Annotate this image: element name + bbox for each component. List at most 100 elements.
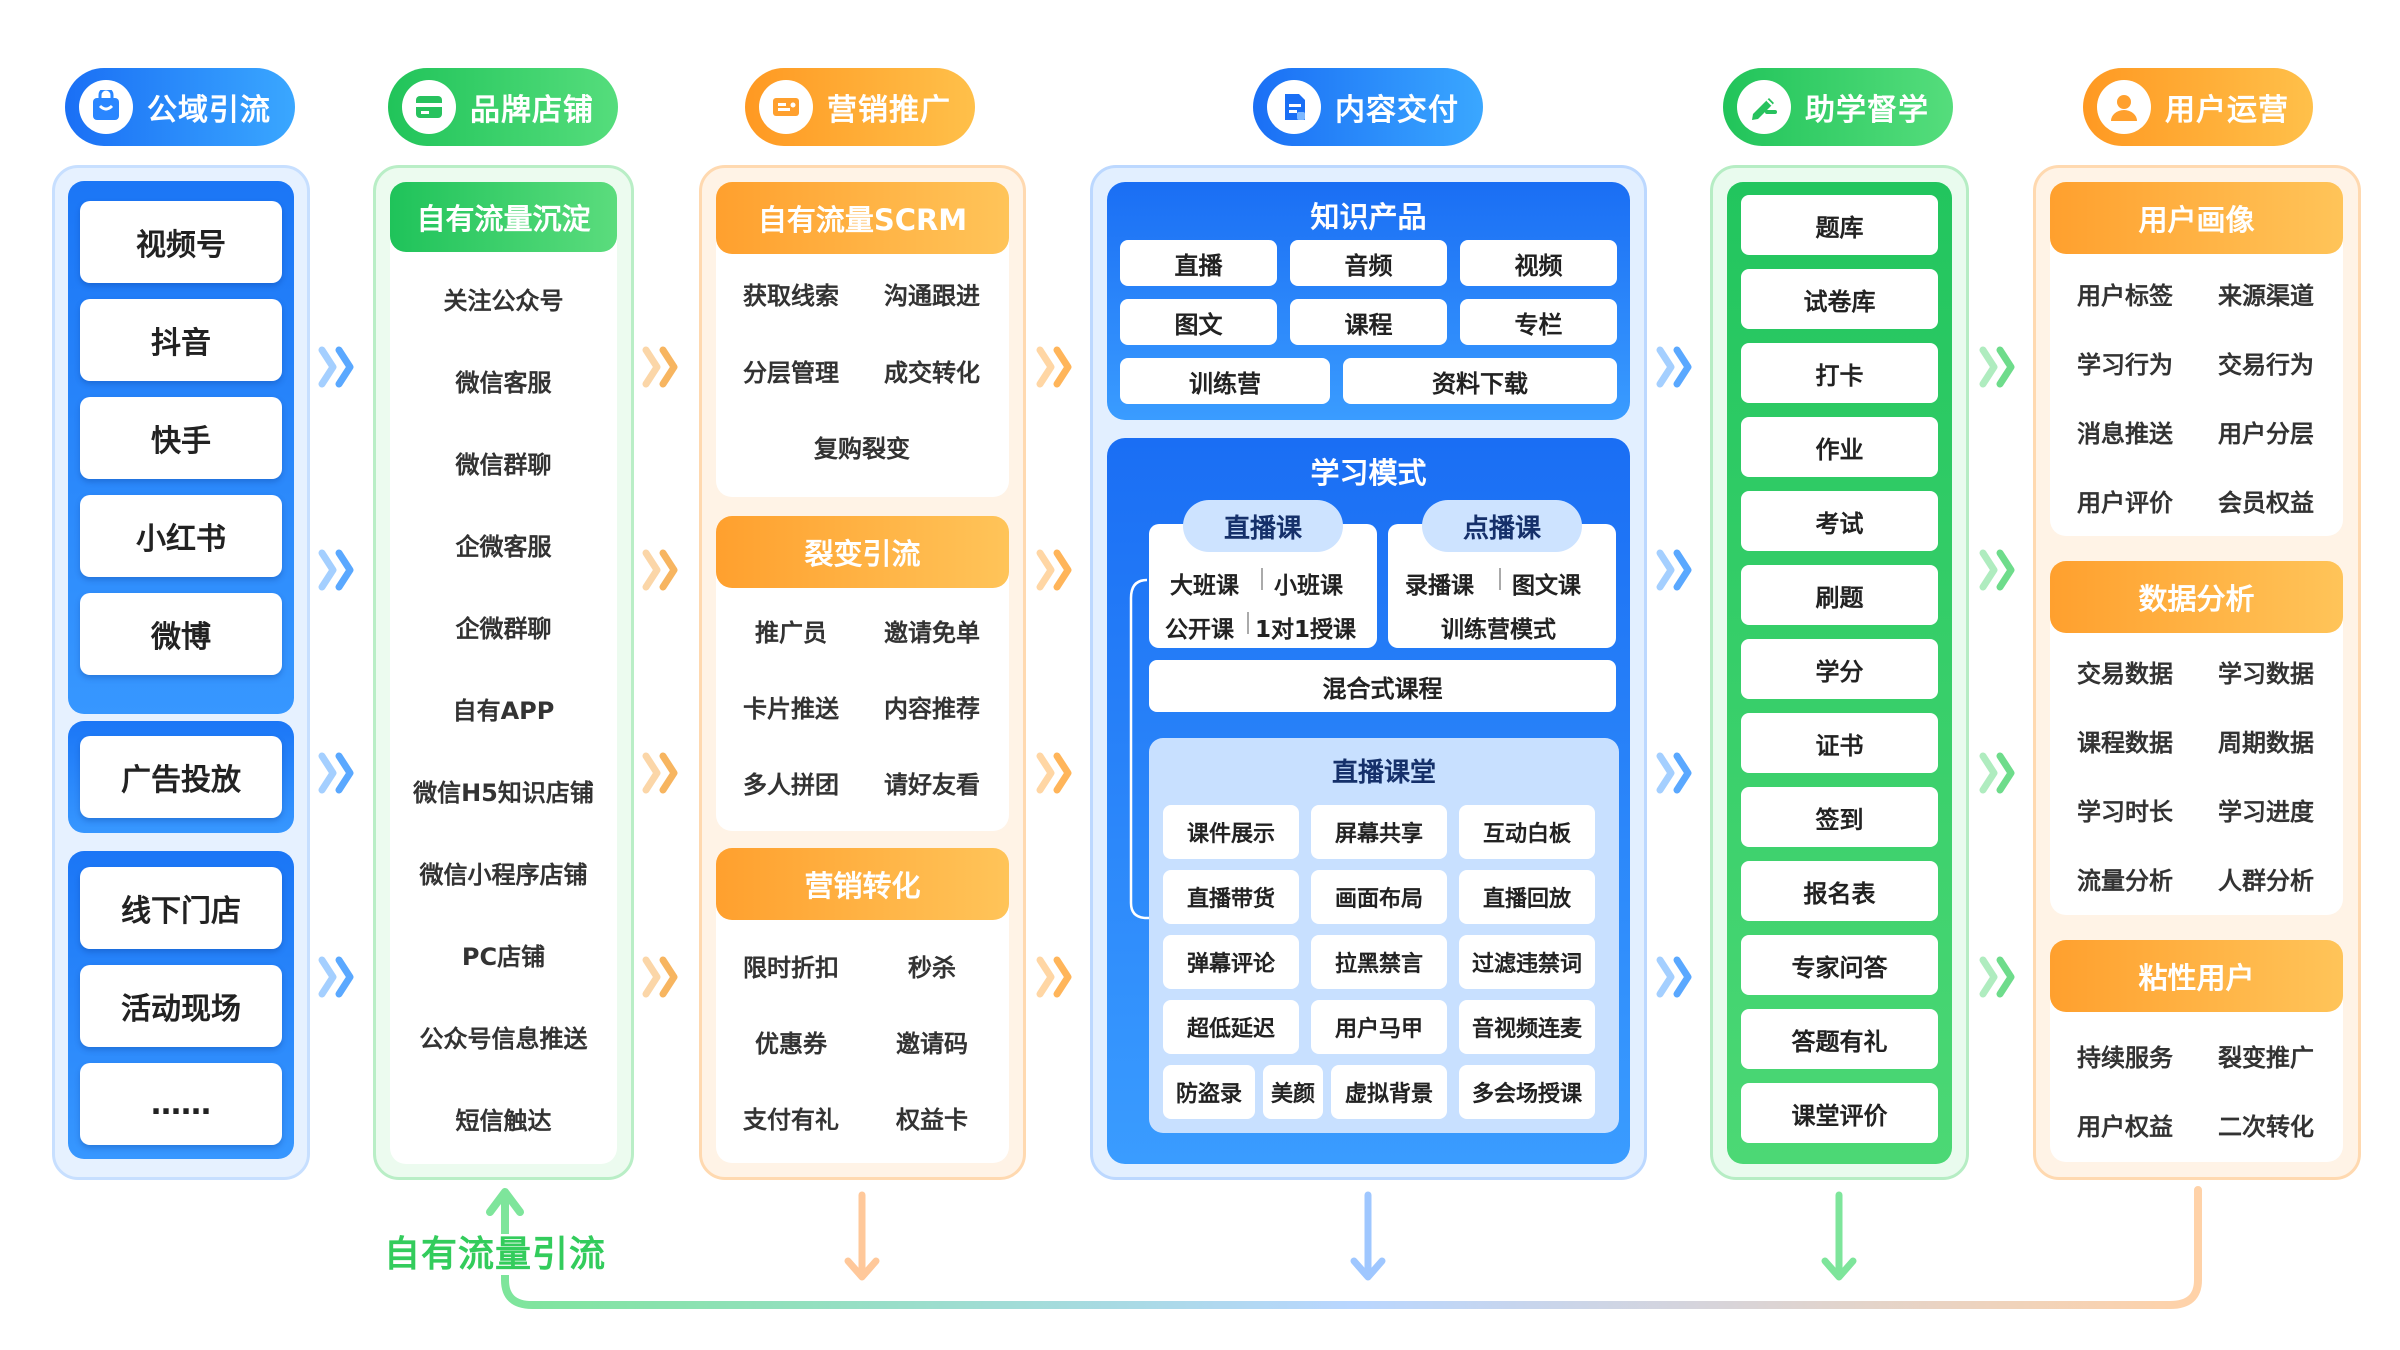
column-title: 内容交付 (1335, 93, 1459, 128)
double-chevron-icon (322, 350, 350, 384)
platform-button[interactable]: 抖音 (80, 299, 282, 381)
double-chevron-icon (1040, 350, 1068, 384)
platform-button[interactable]: 视频号 (80, 201, 282, 283)
feature-chip[interactable]: 防盗录 (1163, 1065, 1255, 1119)
section-header: 自有流量SCRM (716, 182, 1009, 254)
feature-chip[interactable]: 屏幕共享 (1311, 805, 1447, 859)
product-chip[interactable]: 资料下载 (1343, 358, 1617, 404)
section-title: 学习模式 (1310, 456, 1427, 490)
feature-chip[interactable]: 音视频连麦 (1459, 1000, 1595, 1054)
feature-chip[interactable]: 超低延迟 (1163, 1000, 1299, 1054)
list-item: 企微客服 (455, 533, 552, 561)
list-item: 用户评价 (2077, 489, 2173, 517)
document-icon (1267, 80, 1321, 134)
section-header: 营销转化 (716, 848, 1009, 920)
feedback-loop-line (501, 1186, 2202, 1309)
list-item: 企微群聊 (455, 615, 552, 643)
study-tool-button[interactable]: 报名表 (1741, 861, 1938, 921)
feature-chip[interactable]: 弹幕评论 (1163, 935, 1299, 989)
live-type: 小班课 (1274, 573, 1343, 599)
mixed-course-chip[interactable]: 混合式课程 (1149, 660, 1616, 712)
list-item: 交易行为 (2218, 351, 2314, 379)
list-item: 流量分析 (2077, 867, 2173, 895)
list-item: 周期数据 (2218, 729, 2314, 757)
list-item: 复购裂变 (814, 435, 910, 463)
storefront-bag-icon (79, 80, 133, 134)
double-chevron-icon (1040, 960, 1068, 994)
offline-button[interactable]: 活动现场 (80, 965, 282, 1047)
list-item: 邀请码 (896, 1030, 968, 1058)
tab-vod-course[interactable]: 点播课 (1422, 500, 1582, 552)
study-tool-button[interactable]: 试卷库 (1741, 269, 1938, 329)
list-item: 来源渠道 (2218, 282, 2314, 310)
product-chip[interactable]: 训练营 (1120, 358, 1330, 404)
list-item: 请好友看 (884, 771, 980, 799)
list-item: 推广员 (755, 619, 827, 647)
list-item: PC店铺 (461, 943, 546, 971)
feature-chip[interactable]: 美颜 (1263, 1065, 1323, 1119)
list-item: 获取线索 (743, 282, 839, 310)
arrow-down-icon (844, 1191, 880, 1281)
shop-card-icon (402, 80, 456, 134)
divider (1499, 568, 1501, 590)
feature-chip[interactable]: 课件展示 (1163, 805, 1299, 859)
vod-type: 图文课 (1512, 573, 1581, 599)
product-chip[interactable]: 音频 (1290, 240, 1447, 286)
study-tool-button[interactable]: 题库 (1741, 195, 1938, 255)
section-header: 粘性用户 (2050, 940, 2343, 1012)
operations-section-analytics: 数据分析 交易数据 学习数据 课程数据 周期数据 学习时长 学习进度 流量分析 … (2050, 561, 2343, 915)
feature-chip[interactable]: 互动白板 (1459, 805, 1595, 859)
offline-button[interactable]: …… (80, 1063, 282, 1145)
product-chip[interactable]: 直播 (1120, 240, 1277, 286)
live-type: 公开课 (1165, 617, 1234, 643)
feature-chip[interactable]: 画面布局 (1311, 870, 1447, 924)
study-tool-button[interactable]: 学分 (1741, 639, 1938, 699)
operations-section-loyal-users: 粘性用户 持续服务 裂变推广 用户权益 二次转化 (2050, 940, 2343, 1162)
platform-button[interactable]: 快手 (80, 397, 282, 479)
platform-button[interactable]: 小红书 (80, 495, 282, 577)
study-tool-button[interactable]: 答题有礼 (1741, 1009, 1938, 1069)
feature-chip[interactable]: 多会场授课 (1459, 1065, 1595, 1119)
section-header: 自有流量沉淀 (390, 182, 617, 252)
feature-chip[interactable]: 拉黑禁言 (1311, 935, 1447, 989)
product-chip[interactable]: 图文 (1120, 299, 1277, 345)
feature-chip[interactable]: 直播带货 (1163, 870, 1299, 924)
double-chevron-icon (646, 553, 674, 587)
ads-group: 广告投放 (68, 721, 294, 833)
product-chip[interactable]: 课程 (1290, 299, 1447, 345)
double-chevron-icon (1660, 960, 1688, 994)
study-tool-button[interactable]: 专家问答 (1741, 935, 1938, 995)
study-tool-button[interactable]: 证书 (1741, 713, 1938, 773)
product-chip[interactable]: 视频 (1460, 240, 1617, 286)
list-item: 课程数据 (2077, 729, 2173, 757)
product-chip[interactable]: 专栏 (1460, 299, 1617, 345)
study-tool-button[interactable]: 签到 (1741, 787, 1938, 847)
learning-mode-box: 学习模式 直播课 大班课 小班课 公开课 1对1授课 点播课 录播课 图文课 训… (1107, 438, 1630, 1164)
user-icon (2097, 80, 2151, 134)
arrow-up-icon (486, 1188, 524, 1216)
public-traffic-panel: 视频号 抖音 快手 小红书 微博 广告投放 线下门店 活动现场 …… (52, 165, 310, 1180)
double-chevron-icon (322, 756, 350, 790)
tab-live-course[interactable]: 直播课 (1183, 500, 1343, 552)
study-tool-button[interactable]: 作业 (1741, 417, 1938, 477)
content-delivery-panel: 知识产品 直播 音频 视频 图文 课程 专栏 训练营 资料下载 学习模式 直播课… (1090, 165, 1647, 1180)
feature-chip[interactable]: 虚拟背景 (1331, 1065, 1447, 1119)
divider (1247, 612, 1249, 634)
offline-button[interactable]: 线下门店 (80, 867, 282, 949)
study-tool-button[interactable]: 课堂评价 (1741, 1083, 1938, 1143)
column-title: 公域引流 (147, 93, 271, 128)
platform-button[interactable]: 微博 (80, 593, 282, 675)
study-tool-button[interactable]: 考试 (1741, 491, 1938, 551)
feature-chip[interactable]: 直播回放 (1459, 870, 1595, 924)
feature-chip[interactable]: 过滤违禁词 (1459, 935, 1595, 989)
live-classroom-box: 直播课堂 课件展示 屏幕共享 互动白板 直播带货 画面布局 直播回放 弹幕评论 … (1149, 738, 1619, 1133)
list-item: 用户权益 (2077, 1113, 2173, 1141)
feature-chip[interactable]: 用户马甲 (1311, 1000, 1447, 1054)
knowledge-products-box: 知识产品 直播 音频 视频 图文 课程 专栏 训练营 资料下载 (1107, 182, 1630, 420)
column-header-brand-store: 品牌店铺 (388, 68, 618, 146)
study-tool-button[interactable]: 刷题 (1741, 565, 1938, 625)
list-item: 交易数据 (2077, 660, 2173, 688)
ads-button[interactable]: 广告投放 (80, 736, 282, 818)
study-tool-button[interactable]: 打卡 (1741, 343, 1938, 403)
